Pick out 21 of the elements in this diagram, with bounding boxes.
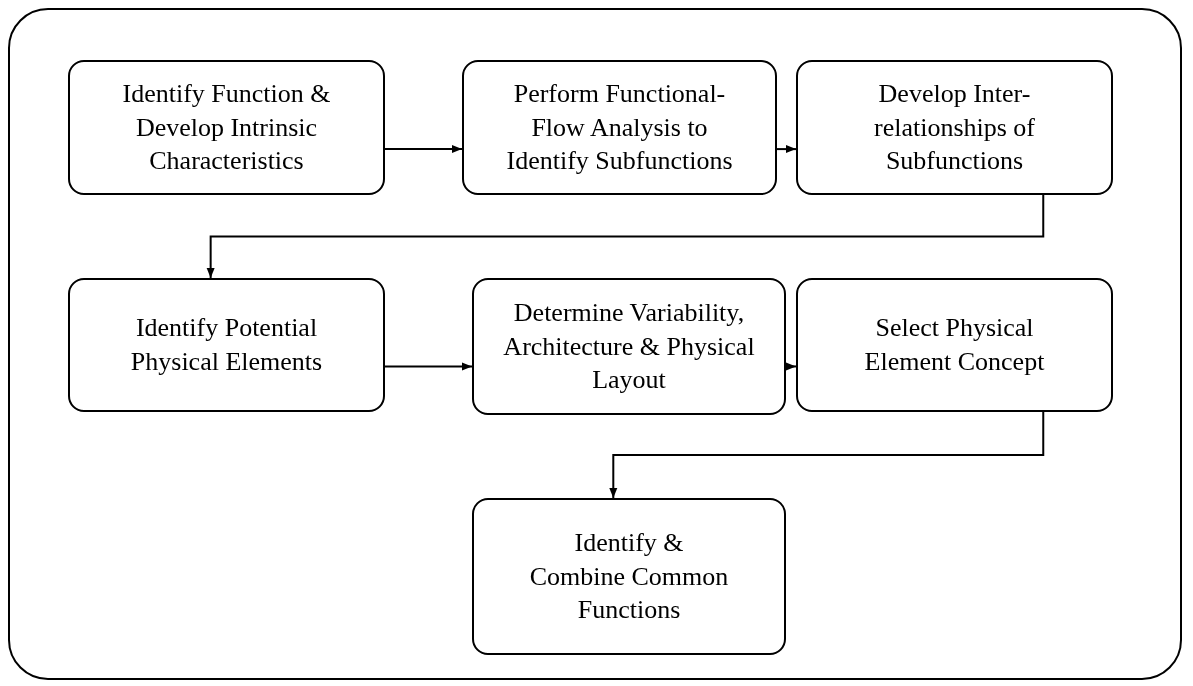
- arrow: [206, 194, 1045, 279]
- frame-box: [8, 8, 1182, 680]
- box-label: Perform Functional- Flow Analysis to Identify Subfunctions: [505, 77, 734, 178]
- process-box: [68, 60, 385, 195]
- arrow: [785, 362, 797, 371]
- box-label: Develop Inter- relationships of Subfunctions: [873, 77, 1036, 178]
- box-label: Identify Function & Develop Intrinsic Characteristics: [121, 77, 332, 178]
- box-label: Identify & Combine Common Functions: [528, 526, 730, 627]
- arrow: [776, 145, 797, 154]
- box-label: Identify Potential Physical Elements: [129, 312, 324, 378]
- process-box: [472, 278, 786, 415]
- arrow: [384, 145, 463, 154]
- arrow: [609, 411, 1045, 499]
- box-label: Select Physical Element Concept: [863, 312, 1046, 378]
- process-box: [472, 498, 786, 655]
- process-box: [796, 60, 1113, 195]
- arrow: [384, 362, 473, 371]
- process-box: [796, 278, 1113, 412]
- process-box: [68, 278, 385, 412]
- process-box: [462, 60, 777, 195]
- box-label: Determine Variability, Architecture & Physical Layout: [502, 296, 756, 397]
